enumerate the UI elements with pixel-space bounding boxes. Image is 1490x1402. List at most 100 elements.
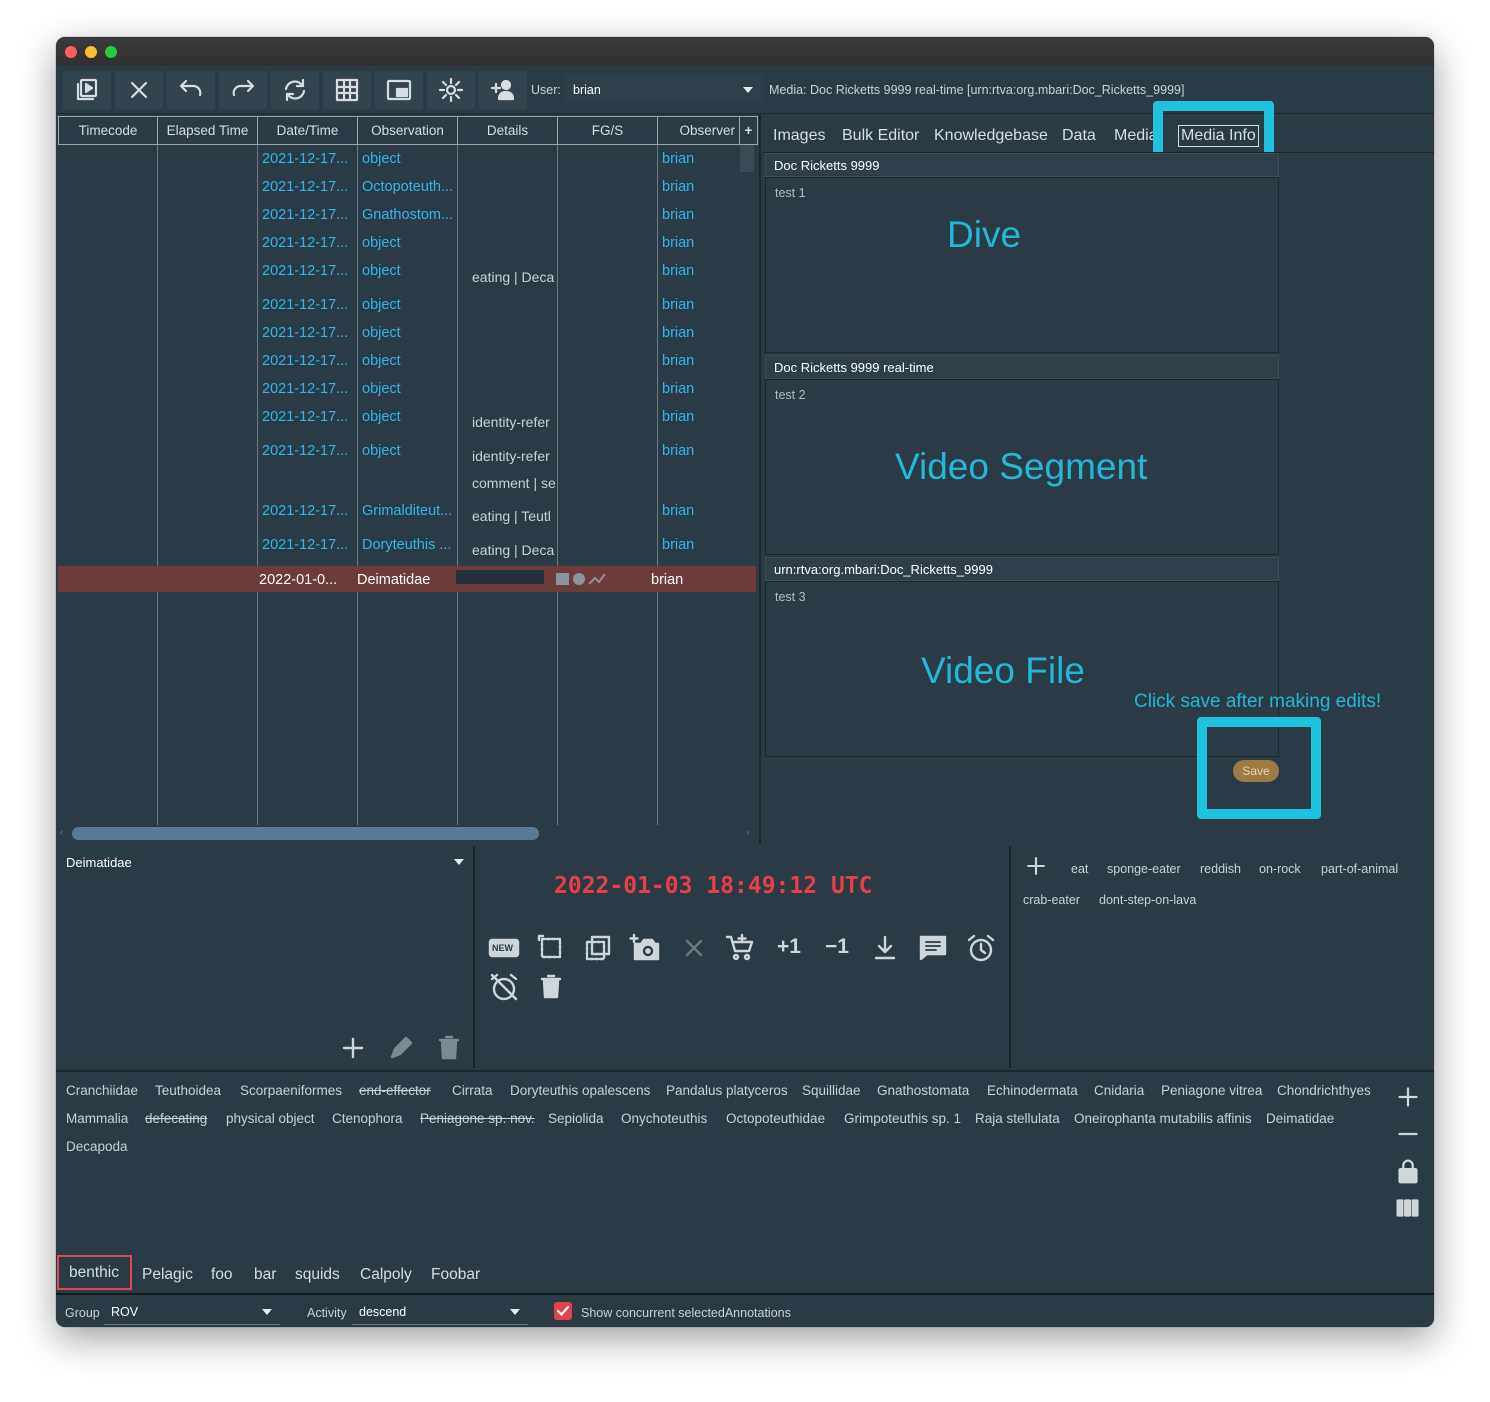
row-observation[interactable]: object — [362, 235, 401, 251]
tab-media-info[interactable]: Media Info — [1178, 125, 1259, 147]
timer-off-button[interactable] — [487, 970, 521, 1004]
comment-button[interactable] — [916, 931, 950, 965]
row-details[interactable]: eating | Deca — [472, 542, 555, 558]
row-observation[interactable]: object — [362, 263, 401, 279]
detail-chip[interactable]: eat — [1071, 862, 1089, 876]
concept-button[interactable]: Teuthoidea — [155, 1083, 222, 1098]
row-observation[interactable]: object — [362, 353, 401, 369]
timer-button[interactable] — [964, 931, 998, 965]
row-observation[interactable]: object — [362, 151, 401, 167]
concept-button[interactable]: Doryteuthis opalescens — [510, 1083, 651, 1098]
concept-button[interactable]: Cranchiidae — [66, 1083, 139, 1098]
tab-bulk-editor[interactable]: Bulk Editor — [842, 127, 920, 144]
concept-button[interactable]: Cnidaria — [1094, 1083, 1145, 1098]
group-tab[interactable]: squids — [295, 1266, 340, 1283]
concurrent-checkbox[interactable] — [554, 1302, 572, 1320]
row-datetime[interactable]: 2021-12-17... — [262, 353, 349, 369]
row-observer[interactable]: brian — [662, 409, 695, 425]
group-select[interactable]: ROV — [104, 1299, 280, 1325]
frame-capture-button[interactable] — [629, 931, 663, 965]
row-observer[interactable]: brian — [662, 297, 695, 313]
concept-button[interactable]: Gnathostomata — [877, 1083, 970, 1098]
pip-view-button[interactable] — [375, 71, 423, 109]
group-tab[interactable]: foo — [211, 1266, 233, 1283]
tab-images[interactable]: Images — [773, 127, 826, 144]
column-header[interactable]: Observer — [658, 116, 740, 145]
concept-button[interactable]: Squillidae — [802, 1083, 861, 1098]
group-tab[interactable]: Foobar — [431, 1266, 481, 1283]
row-datetime[interactable]: 2021-12-17... — [262, 443, 349, 459]
concept-button[interactable]: Onychoteuthis — [621, 1111, 708, 1126]
concept-button[interactable]: Sepiolida — [548, 1111, 604, 1126]
concept-button[interactable]: Raja stellulata — [975, 1111, 1060, 1126]
row-datetime[interactable]: 2021-12-17... — [262, 151, 349, 167]
column-header[interactable]: Date/Time — [258, 116, 358, 145]
concept-button[interactable]: end-effector — [359, 1083, 431, 1098]
row-details[interactable]: comment | se — [472, 475, 556, 491]
row-observer[interactable]: brian — [662, 381, 695, 397]
group-tab[interactable]: Calpoly — [360, 1266, 412, 1283]
concept-combo-value[interactable]: Deimatidae — [66, 855, 132, 870]
minus-one-button[interactable]: −1 — [825, 935, 849, 958]
row-observation[interactable]: Grimalditeut... — [362, 503, 453, 519]
concept-button[interactable]: Scorpaeniformes — [240, 1083, 343, 1098]
add-concept-button[interactable] — [1392, 1081, 1424, 1113]
detail-chip[interactable]: reddish — [1200, 862, 1241, 876]
undo-button[interactable] — [167, 71, 215, 109]
group-tab[interactable]: bar — [254, 1266, 277, 1283]
row-observation[interactable]: object — [362, 297, 401, 313]
detail-chip[interactable]: sponge-eater — [1107, 862, 1181, 876]
user-select[interactable]: brian — [565, 76, 763, 102]
delete-association-button[interactable] — [432, 1031, 466, 1065]
column-header[interactable]: Elapsed Time — [158, 116, 258, 145]
row-observer[interactable]: brian — [662, 207, 695, 223]
row-datetime[interactable]: 2021-12-17... — [262, 179, 349, 195]
minimize-window-button[interactable] — [85, 46, 97, 58]
plus-one-button[interactable]: +1 — [777, 935, 801, 958]
row-details[interactable]: identity-refer — [472, 414, 550, 430]
row-observation[interactable]: object — [362, 325, 401, 341]
row-observer[interactable]: brian — [662, 151, 695, 167]
edit-association-button[interactable] — [384, 1031, 418, 1065]
new-annotation-button[interactable]: NEW — [487, 931, 521, 965]
row-datetime[interactable]: 2021-12-17... — [262, 325, 349, 341]
concept-button[interactable]: Peniagone vitrea — [1161, 1083, 1263, 1098]
column-header[interactable]: Timecode — [58, 116, 158, 145]
column-header[interactable]: Details — [458, 116, 558, 145]
concept-button[interactable]: defecating — [145, 1111, 208, 1126]
lock-button[interactable] — [1392, 1155, 1424, 1187]
columns-button[interactable] — [1392, 1192, 1424, 1224]
detail-chip[interactable]: part-of-animal — [1321, 862, 1399, 876]
row-observer[interactable]: brian — [662, 353, 695, 369]
concept-button[interactable]: Peniagone sp. nov. — [420, 1111, 535, 1126]
activity-select[interactable]: descend — [352, 1299, 528, 1325]
row-details[interactable]: eating | Teutl — [472, 508, 551, 524]
group-tab-benthic[interactable]: benthic — [69, 1264, 119, 1281]
tab-knowledgebase[interactable]: Knowledgebase — [934, 127, 1048, 144]
concept-button[interactable]: Deimatidae — [1266, 1111, 1335, 1126]
row-datetime[interactable]: 2021-12-17... — [262, 537, 349, 553]
concept-button[interactable]: Pandalus platyceros — [666, 1083, 788, 1098]
row-observation[interactable]: Doryteuthis ... — [362, 537, 452, 553]
add-association-button[interactable] — [336, 1031, 370, 1065]
concept-button[interactable]: Echinodermata — [987, 1083, 1078, 1098]
row-observation[interactable]: object — [362, 381, 401, 397]
row-observer[interactable]: brian — [662, 325, 695, 341]
concept-button[interactable]: Decapoda — [66, 1139, 128, 1154]
add-column-button[interactable]: + — [740, 116, 758, 145]
row-datetime[interactable]: 2021-12-17... — [262, 207, 349, 223]
row-observer[interactable]: brian — [662, 503, 695, 519]
column-header[interactable]: FG/S — [558, 116, 658, 145]
add-detail-button[interactable] — [1021, 851, 1051, 881]
row-observer[interactable]: brian — [662, 179, 695, 195]
horizontal-scrollbar[interactable] — [72, 827, 539, 840]
add-user-button[interactable] — [479, 71, 527, 109]
row-details[interactable]: eating | Deca — [472, 269, 555, 285]
tab-data[interactable]: Data — [1062, 127, 1096, 144]
tab-media[interactable]: Media — [1114, 127, 1158, 144]
detail-chip[interactable]: crab-eater — [1023, 893, 1080, 907]
row-details[interactable]: identity-refer — [472, 448, 550, 464]
video-segment-description-field[interactable]: test 2 — [765, 379, 1279, 555]
row-observation[interactable]: object — [362, 443, 401, 459]
concept-button[interactable]: Grimpoteuthis sp. 1 — [844, 1111, 962, 1126]
